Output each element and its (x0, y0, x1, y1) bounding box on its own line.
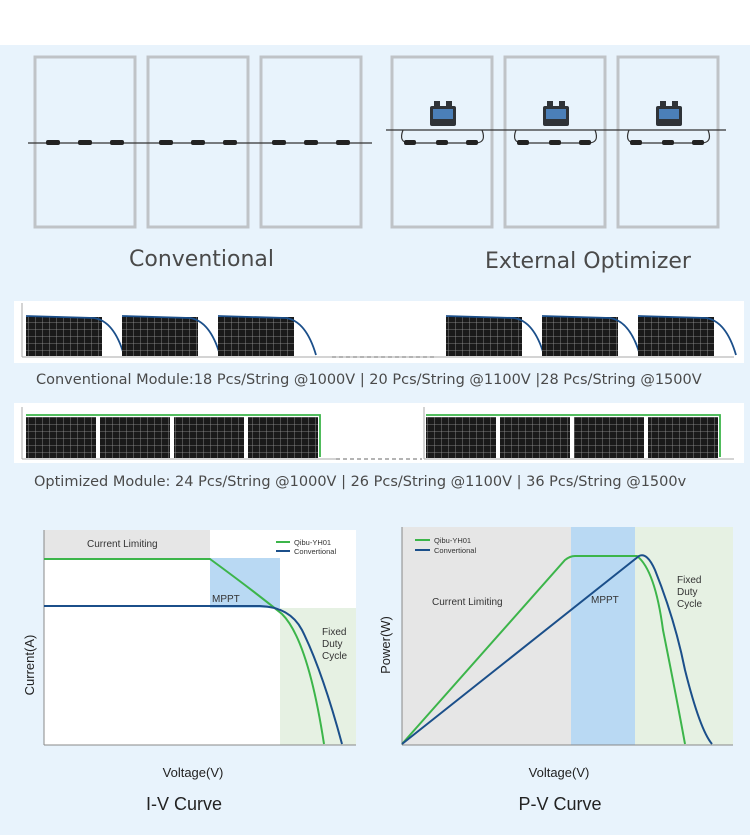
chart-title: P-V Curve (518, 794, 601, 814)
x-axis-label: Voltage(V) (163, 765, 224, 780)
current-limiting-region (402, 527, 571, 745)
solar-panel (503, 55, 607, 229)
module-group-left (25, 315, 317, 356)
legend-conventional: Convertional (294, 547, 336, 556)
current-limiting-region (44, 530, 210, 558)
pv-curve-chart: Qibu-YH01 Convertional Current Limiting … (378, 527, 733, 814)
panels-illustration (28, 55, 726, 229)
region-label-duty: Duty (677, 587, 698, 598)
qibu-pv-line (401, 555, 686, 745)
qibu-iv-line (44, 558, 325, 745)
connectors (46, 140, 350, 145)
optimized-string-caption: Optimized Module: 24 Pcs/String @1000V |… (34, 474, 687, 490)
solar-panel (146, 55, 250, 229)
solar-panel (616, 55, 720, 229)
region-label-current-limiting: Current Limiting (432, 597, 503, 608)
module-group-right (445, 315, 737, 356)
solar-panel (390, 55, 494, 229)
y-axis-label: Power(W) (378, 616, 393, 674)
conventional-panels (28, 55, 372, 229)
external-optimizer-label: External Optimizer (485, 249, 691, 274)
conventional-pv-line (401, 554, 713, 745)
region-label-fixed: Fixed (322, 627, 346, 638)
fixed-duty-region (280, 608, 356, 745)
conventional-string-diagram (14, 301, 744, 363)
region-label-duty: Duty (322, 639, 343, 650)
region-label-mppt: MPPT (212, 594, 240, 605)
iv-curve-chart: Qibu-YH01 Convertional Current Limiting … (22, 530, 356, 814)
y-axis-label: Current(A) (22, 635, 37, 696)
module-group-left (26, 414, 321, 458)
x-axis-label: Voltage(V) (529, 765, 590, 780)
optimizer-device-icon (430, 101, 456, 126)
conventional-label: Conventional (129, 247, 274, 272)
region-label-mppt: MPPT (591, 595, 619, 606)
region-label-cycle: Cycle (322, 651, 347, 662)
conventional-string-caption: Conventional Module:18 Pcs/String @1000V… (36, 372, 702, 388)
mppt-region (210, 558, 280, 608)
connectors (404, 140, 704, 145)
chart-title: I-V Curve (146, 794, 222, 814)
conventional-iv-line (44, 605, 343, 745)
optimized-string-diagram (14, 403, 744, 463)
solar-panel (259, 55, 363, 229)
optimizer-device-icon (543, 101, 569, 126)
optimizer-panels (386, 55, 726, 229)
solar-panel (33, 55, 137, 229)
region-label-cycle: Cycle (677, 599, 702, 610)
legend-qibu: Qibu-YH01 (294, 538, 331, 547)
legend-qibu: Qibu-YH01 (434, 536, 471, 545)
mppt-region (571, 527, 635, 745)
module-group-right (426, 414, 721, 458)
optimizer-device-icon (656, 101, 682, 126)
region-label-current-limiting: Current Limiting (87, 539, 158, 550)
legend-conventional: Convertional (434, 546, 476, 555)
region-label-fixed: Fixed (677, 575, 701, 586)
